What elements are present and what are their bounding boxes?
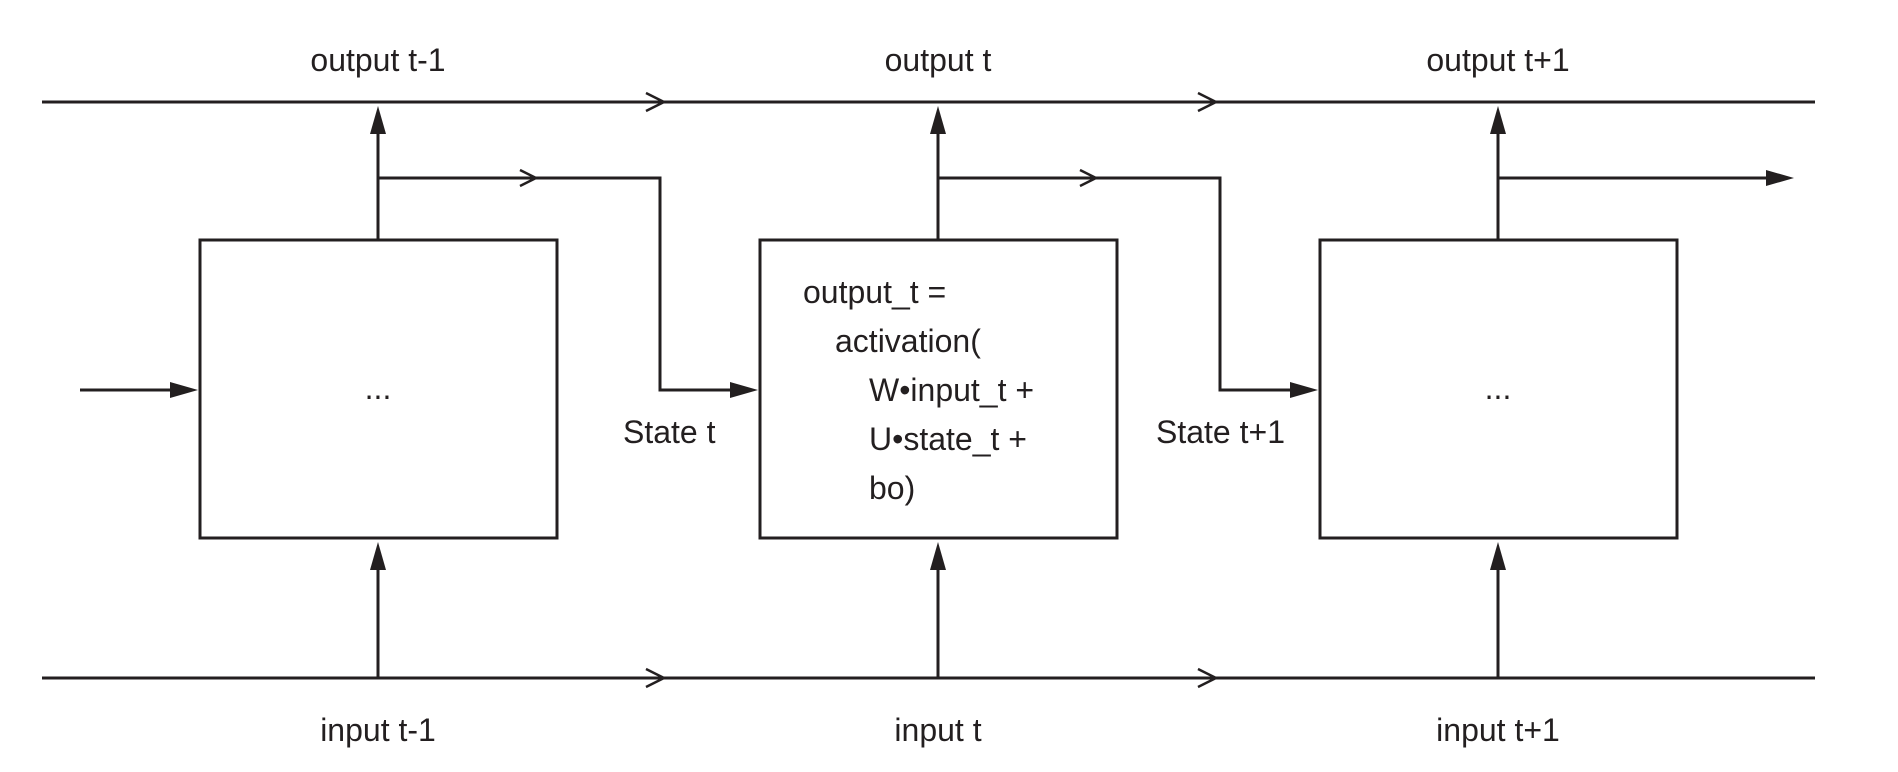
state-label-current: State t bbox=[623, 414, 716, 450]
input-arrowhead bbox=[370, 542, 386, 570]
output-label-current: output t bbox=[885, 42, 992, 78]
cell-first-ellipsis: ... bbox=[365, 370, 392, 406]
input-arrowhead bbox=[930, 542, 946, 570]
input-rail-chevron bbox=[645, 667, 667, 689]
cell-formula-line: U•state_t + bbox=[869, 421, 1027, 457]
input-rail-chevron bbox=[1197, 667, 1219, 689]
state-arrowhead bbox=[1766, 170, 1794, 186]
cell-last-ellipsis: ... bbox=[1485, 370, 1512, 406]
state-path bbox=[378, 176, 732, 392]
cell-formula-line: output_t = bbox=[803, 274, 946, 310]
output-arrowhead bbox=[1490, 106, 1506, 134]
cell-formula-line: activation( bbox=[835, 323, 981, 359]
state-arrowhead bbox=[730, 382, 758, 398]
output-label-next: output t+1 bbox=[1426, 42, 1569, 78]
rnn-cell-middle bbox=[758, 238, 1119, 540]
state-arrowhead bbox=[170, 382, 198, 398]
state-label-next: State t+1 bbox=[1156, 414, 1285, 450]
state-arrowhead bbox=[1290, 382, 1318, 398]
cell-formula-line: bo) bbox=[869, 470, 915, 506]
state-path bbox=[938, 176, 1292, 392]
input-label-next: input t+1 bbox=[1436, 712, 1560, 748]
rnn-cell-last bbox=[1318, 238, 1679, 540]
output-rail-chevron bbox=[645, 91, 667, 113]
state-path-chevron bbox=[519, 168, 539, 188]
output-rail-chevron bbox=[1197, 91, 1219, 113]
rnn-cell-first bbox=[198, 238, 559, 540]
state-path-chevron bbox=[1079, 168, 1099, 188]
output-label-prev: output t-1 bbox=[310, 42, 445, 78]
input-label-prev: input t-1 bbox=[320, 712, 436, 748]
output-arrowhead bbox=[370, 106, 386, 134]
input-label-current: input t bbox=[894, 712, 981, 748]
input-arrowhead bbox=[1490, 542, 1506, 570]
cell-formula-line: W•input_t + bbox=[869, 372, 1034, 408]
output-arrowhead bbox=[930, 106, 946, 134]
